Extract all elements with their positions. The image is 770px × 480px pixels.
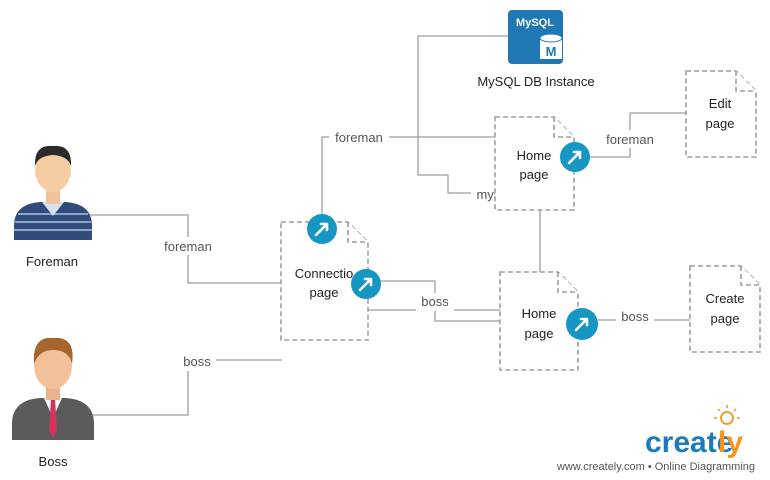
home-page-top-label-line2: page [520,167,549,182]
svg-text:boss: boss [621,309,649,324]
edge-label-foreman-home: foreman [329,128,389,146]
svg-text:boss: boss [183,354,211,369]
edge-label-foreman-actor: foreman [158,237,218,255]
create-page[interactable]: Create page [689,265,761,353]
foreman-label: Foreman [26,254,78,269]
link-icon-connection-right[interactable] [351,269,381,299]
svg-text:foreman: foreman [335,130,383,145]
edge-label-foreman-edit: foreman [600,130,660,148]
edit-page[interactable]: Edit page [685,70,757,158]
edge-connection-to-home-top [321,136,495,215]
creately-logo[interactable]: create ly [645,426,743,459]
database-letter: M [546,44,557,59]
home-page-top[interactable]: Home page [494,116,575,211]
lightbulb-icon [714,405,740,425]
edit-page-label-line2: page [706,116,735,131]
home-page-top-label-line1: Home [517,148,552,163]
link-icon-home-top[interactable] [560,142,590,172]
edge-boss-to-connection [93,359,282,416]
boss-label: Boss [39,454,68,469]
home-page-bottom-label-line1: Home [522,306,557,321]
footer-text: www.creately.com • Online Diagramming [556,461,755,473]
edit-page-label-line1: Edit [709,96,732,111]
logo-suffix-text: ly [718,426,743,459]
mysql-db-label: MySQL DB Instance [477,74,594,89]
mysql-db-icon[interactable]: MySQL M [508,10,563,64]
link-icon-connection-top[interactable] [307,214,337,244]
connection-page-label-line2: page [310,285,339,300]
link-icon-home-bottom[interactable] [566,308,598,340]
edge-label-boss-actor: boss [178,353,216,371]
home-page-bottom[interactable]: Home page [499,271,579,371]
svg-text:boss: boss [421,294,449,309]
edge-label-boss-home: boss [416,293,454,311]
create-page-label-line2: page [711,311,740,326]
database-cylinder-icon: M [539,33,563,59]
connection-page-label-line1: Connectio [295,266,354,281]
home-page-bottom-label-line2: page [525,326,554,341]
logo-main-text: create [645,426,733,459]
foreman-avatar [14,145,92,240]
svg-text:foreman: foreman [164,239,212,254]
edge-label-boss-create: boss [616,308,654,326]
svg-text:foreman: foreman [606,132,654,147]
create-page-label-line1: Create [705,291,744,306]
mysql-brand-text: MySQL [516,17,554,29]
connection-page[interactable]: Connectio page [280,221,369,341]
boss-avatar [12,337,94,440]
